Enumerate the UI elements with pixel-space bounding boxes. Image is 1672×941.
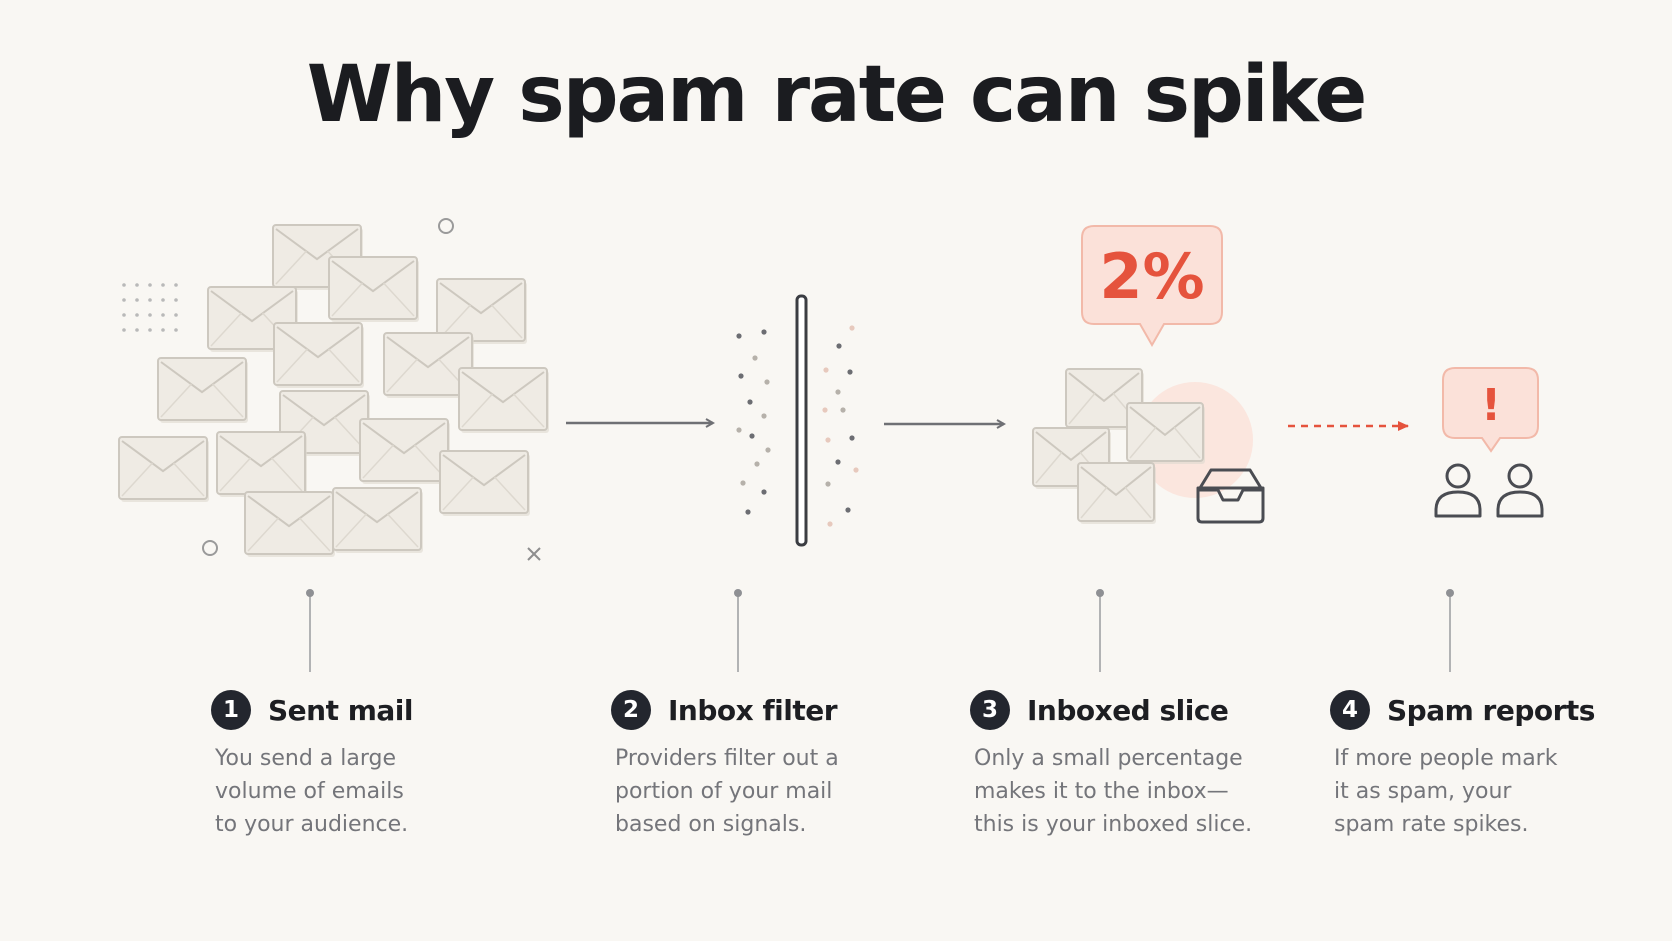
- envelope-icon: [359, 418, 450, 484]
- envelope-icon: [383, 332, 474, 398]
- alert-speech-bubble: !: [1442, 367, 1539, 453]
- sent-mail-envelope-pile: [118, 224, 549, 557]
- envelope-icon: [244, 491, 335, 557]
- decorative-cross-icon: [527, 547, 541, 561]
- decorative-circle: [202, 540, 218, 556]
- percent-speech-bubble: 2%: [1081, 225, 1223, 348]
- envelope-icon: [439, 450, 530, 516]
- inboxed-envelopes: [1032, 368, 1205, 524]
- step-number-badge: 2: [611, 690, 651, 730]
- decorative-dot-grid: [122, 283, 178, 332]
- step-title: Spam reports: [1387, 693, 1595, 727]
- filter-particles-right: [822, 325, 859, 527]
- step-title: Sent mail: [268, 693, 414, 727]
- envelope-icon: [1077, 462, 1156, 524]
- step-number-badge: 4: [1330, 690, 1370, 730]
- inbox-tray-icon: [1196, 468, 1265, 524]
- page-title: Why spam rate can spike: [306, 50, 1368, 140]
- step-description: Providers filter out a portion of your m…: [615, 746, 839, 837]
- alert-icon: !: [1481, 380, 1501, 431]
- step-inbox-filter: 2 Inbox filter Providers filter out a po…: [611, 688, 971, 841]
- envelope-icon: [216, 431, 307, 497]
- step-connectors: [306, 589, 1454, 672]
- envelope-icon: [458, 367, 549, 433]
- step-sent-mail: 1 Sent mail You send a large volume of e…: [211, 688, 571, 841]
- envelope-icon: [118, 436, 209, 502]
- user-icon: [1434, 463, 1482, 518]
- envelope-icon: [332, 487, 423, 553]
- envelope-icon: [157, 357, 248, 423]
- filter-particles-left: [736, 329, 771, 515]
- step-number-badge: 3: [970, 690, 1010, 730]
- step-description: You send a large volume of emails to you…: [215, 746, 409, 837]
- step-description: If more people mark it as spam, your spa…: [1334, 746, 1558, 837]
- envelope-icon: [273, 322, 364, 388]
- envelope-icon: [436, 278, 527, 344]
- step-spam-reports: 4 Spam reports If more people mark it as…: [1330, 688, 1672, 841]
- step-number-badge: 1: [211, 690, 251, 730]
- step-description: Only a small percentage makes it to the …: [974, 746, 1253, 837]
- decorative-circle: [438, 218, 454, 234]
- step-title: Inbox filter: [668, 693, 838, 727]
- envelope-icon: [328, 256, 419, 322]
- filter-barrier: [795, 294, 808, 547]
- step-title: Inboxed slice: [1027, 693, 1229, 727]
- user-icon: [1496, 463, 1544, 518]
- step-inboxed-slice: 3 Inboxed slice Only a small percentage …: [970, 688, 1330, 841]
- envelope-icon: [1065, 368, 1144, 430]
- envelope-icon: [1126, 402, 1205, 464]
- percent-label: 2%: [1099, 240, 1204, 313]
